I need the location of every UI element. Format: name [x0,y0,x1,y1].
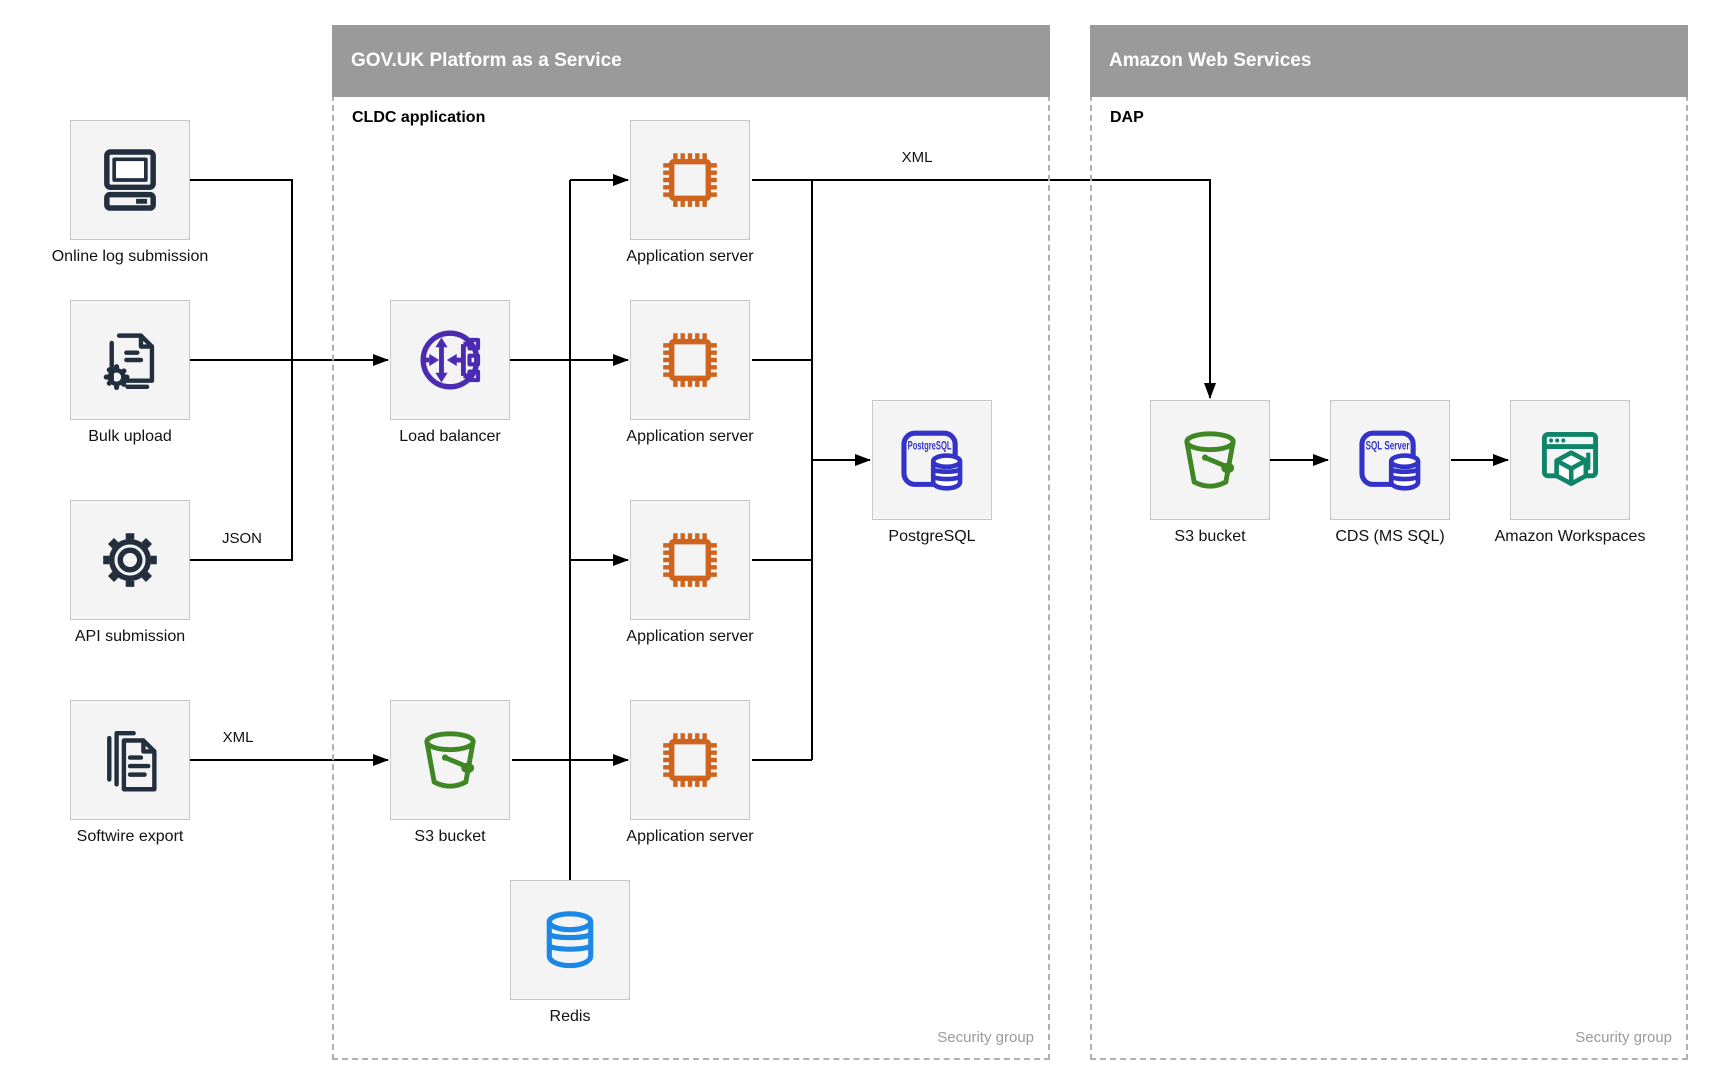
s3-bucket-icon [424,731,476,789]
edge-app-awss3-xml [752,179,1216,399]
node-label: PostgreSQL [888,528,976,545]
node-redis [510,880,630,1000]
node-label: Bulk upload [88,428,172,445]
node-label: Load balancer [399,428,501,445]
chip-icon [663,333,717,387]
node-amazon-workspaces [1510,400,1630,520]
chip-icon [663,533,717,587]
node-label: Amazon Workspaces [1494,528,1646,545]
node-application-server-4 [630,700,750,820]
container-govuk-header: GOV.UK Platform as a Service [332,25,1050,97]
computer-icon [104,149,156,211]
node-label: Application server [626,628,754,645]
node-label: API submission [74,628,186,645]
node-cds-ms-sql: SQL Server [1330,400,1450,520]
container-govuk-sublabel: CLDC application [352,109,486,126]
chip-icon [663,733,717,787]
s3-bucket-icon [1184,431,1236,489]
node-label: S3 bucket [414,828,486,845]
database-icon [546,911,594,969]
node-label: CDS (MS SQL) [1335,528,1445,545]
postgresql-icon: PostgreSQL [901,430,963,491]
documents-icon [107,730,157,792]
sql-server-icon: SQL Server [1359,430,1421,491]
container-aws-title: Amazon Web Services [1109,50,1312,71]
node-label: Softwire export [76,828,184,845]
node-load-balancer [390,300,510,420]
node-label: Application server [626,428,754,445]
container-govuk-title: GOV.UK Platform as a Service [351,50,622,71]
sql-server-icon-text: SQL Server [1366,441,1410,453]
node-online-log-submission [70,120,190,240]
gear-icon [103,533,157,587]
node-application-server-3 [630,500,750,620]
node-postgresql: PostgreSQL [872,400,992,520]
edge-label-xml-softwire: XML [222,729,254,746]
postgresql-icon-text: PostgreSQL [908,441,952,453]
node-label: Application server [626,828,754,845]
node-application-server-1 [630,120,750,240]
node-application-server-2 [630,300,750,420]
workspaces-icon [1541,431,1599,487]
container-aws-sublabel: DAP [1110,109,1144,126]
edge-label-json: JSON [221,530,262,547]
chip-icon [663,153,717,207]
node-label: S3 bucket [1174,528,1246,545]
node-softwire-export [70,700,190,820]
edge-label-xml-aws: XML [901,149,933,166]
node-label: Online log submission [51,248,209,265]
container-govuk-footer: Security group [937,1029,1034,1046]
edge-onlinelog-api-trunk [190,179,293,561]
container-aws-footer: Security group [1575,1029,1672,1046]
node-s3-bucket-govuk [390,700,510,820]
load-balancer-icon [420,330,481,390]
node-bulk-upload [70,300,190,420]
node-label: Redis [549,1008,591,1025]
node-label: Application server [626,248,754,265]
node-s3-bucket-aws [1150,400,1270,520]
document-gear-icon [103,333,155,390]
container-aws-header: Amazon Web Services [1090,25,1688,97]
node-api-submission [70,500,190,620]
